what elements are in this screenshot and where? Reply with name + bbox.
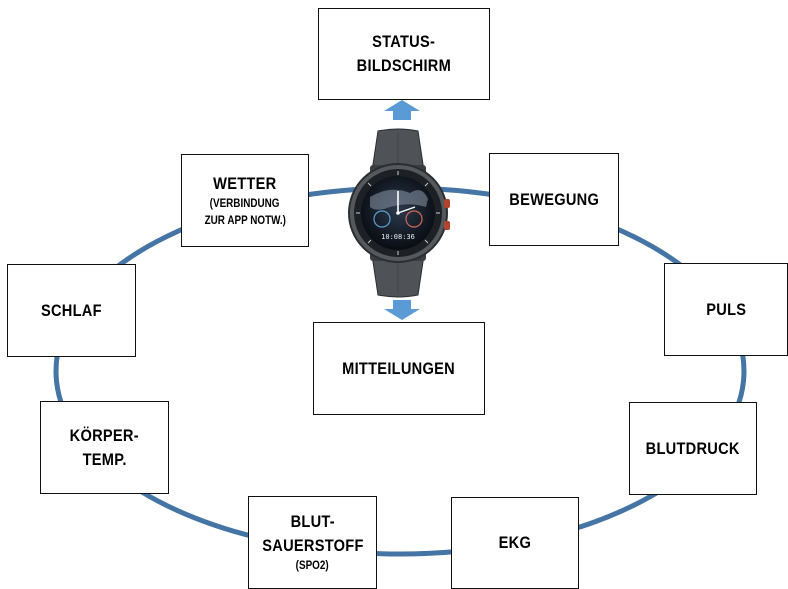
weather-line2: (VERBINDUNG [210,197,280,210]
body-temp-line1: KÖRPER- [69,425,140,445]
notifications-label: MITTEILUNGEN [342,358,456,378]
pulse-box: PULS [664,263,788,356]
notifications-box: MITTEILUNGEN [313,322,485,415]
down-arrow-icon [384,300,420,320]
blood-oxygen-line3: (SPO2) [296,560,329,572]
weather-line3: ZUR APP NOTW.) [204,214,286,227]
blood-oxygen-box: BLUT- SAUERSTOFF (SPO2) [248,496,377,589]
body-temp-line2: TEMP. [82,449,127,469]
weather-line1: WETTER [213,173,277,193]
blood-oxygen-line2: SAUERSTOFF [261,536,364,555]
sleep-label: SCHLAF [41,300,102,320]
body-temperature-box: KÖRPER- TEMP. [40,401,169,494]
movement-label: BEWEGUNG [509,189,599,209]
movement-box: BEWEGUNG [489,153,619,246]
weather-box: WETTER (VERBINDUNG ZUR APP NOTW.) [181,154,309,247]
status-line2: BILDSCHIRM [356,56,452,75]
blood-pressure-box: BLUTDRUCK [629,402,757,495]
pulse-label: PULS [705,299,747,319]
ecg-box: EKG [451,497,579,589]
smartwatch-icon: 10:08:36 [348,128,450,298]
sleep-box: SCHLAF [7,264,136,357]
blood-oxygen-line1: BLUT- [290,512,335,531]
status-line1: STATUS- [372,32,436,51]
watch-time: 10:08:36 [381,233,415,241]
up-arrow-icon [384,100,420,120]
blood-pressure-label: BLUTDRUCK [645,438,741,458]
status-screen-box: STATUS- BILDSCHIRM [318,8,490,100]
ecg-label: EKG [498,533,532,552]
